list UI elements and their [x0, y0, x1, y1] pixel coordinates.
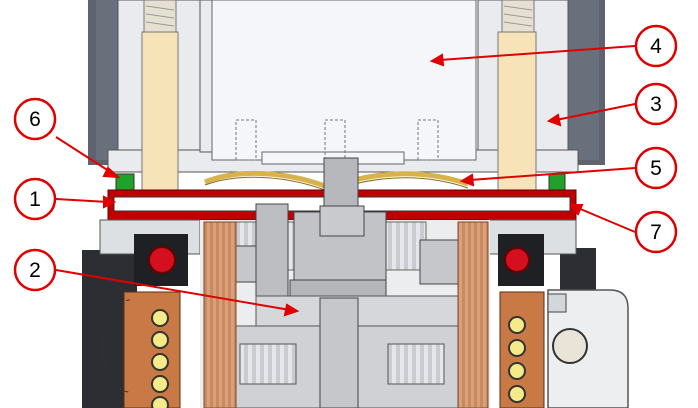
callout-7: 7 [634, 210, 678, 254]
lower-frame [99, 219, 577, 286]
callout-5: 5 [634, 146, 678, 190]
green-marker-right [548, 173, 566, 191]
callout-arrows [55, 45, 636, 317]
callout-2-label: 2 [29, 259, 41, 282]
bearing-right [504, 247, 530, 273]
side-bracket [547, 289, 629, 408]
callout-4: 4 [634, 24, 678, 68]
callout-7-label: 7 [650, 221, 662, 244]
callout-2: 2 [13, 248, 57, 292]
callout-3-label: 3 [650, 93, 662, 116]
callout-3: 3 [634, 82, 678, 126]
callout-4-label: 4 [650, 35, 662, 58]
rollers [151, 290, 573, 408]
bearing-left [148, 246, 176, 274]
callout-6-label: 6 [29, 108, 41, 131]
glass-block [211, 0, 477, 165]
callout-6: 6 [13, 97, 57, 141]
callout-1: 1 [13, 177, 57, 221]
callout-5-label: 5 [650, 157, 662, 180]
ivory-spacers [141, 0, 537, 191]
bracket-knob [552, 328, 588, 364]
copper-windings [101, 221, 545, 408]
central-drive [200, 157, 490, 408]
callout-1-label: 1 [29, 188, 41, 211]
